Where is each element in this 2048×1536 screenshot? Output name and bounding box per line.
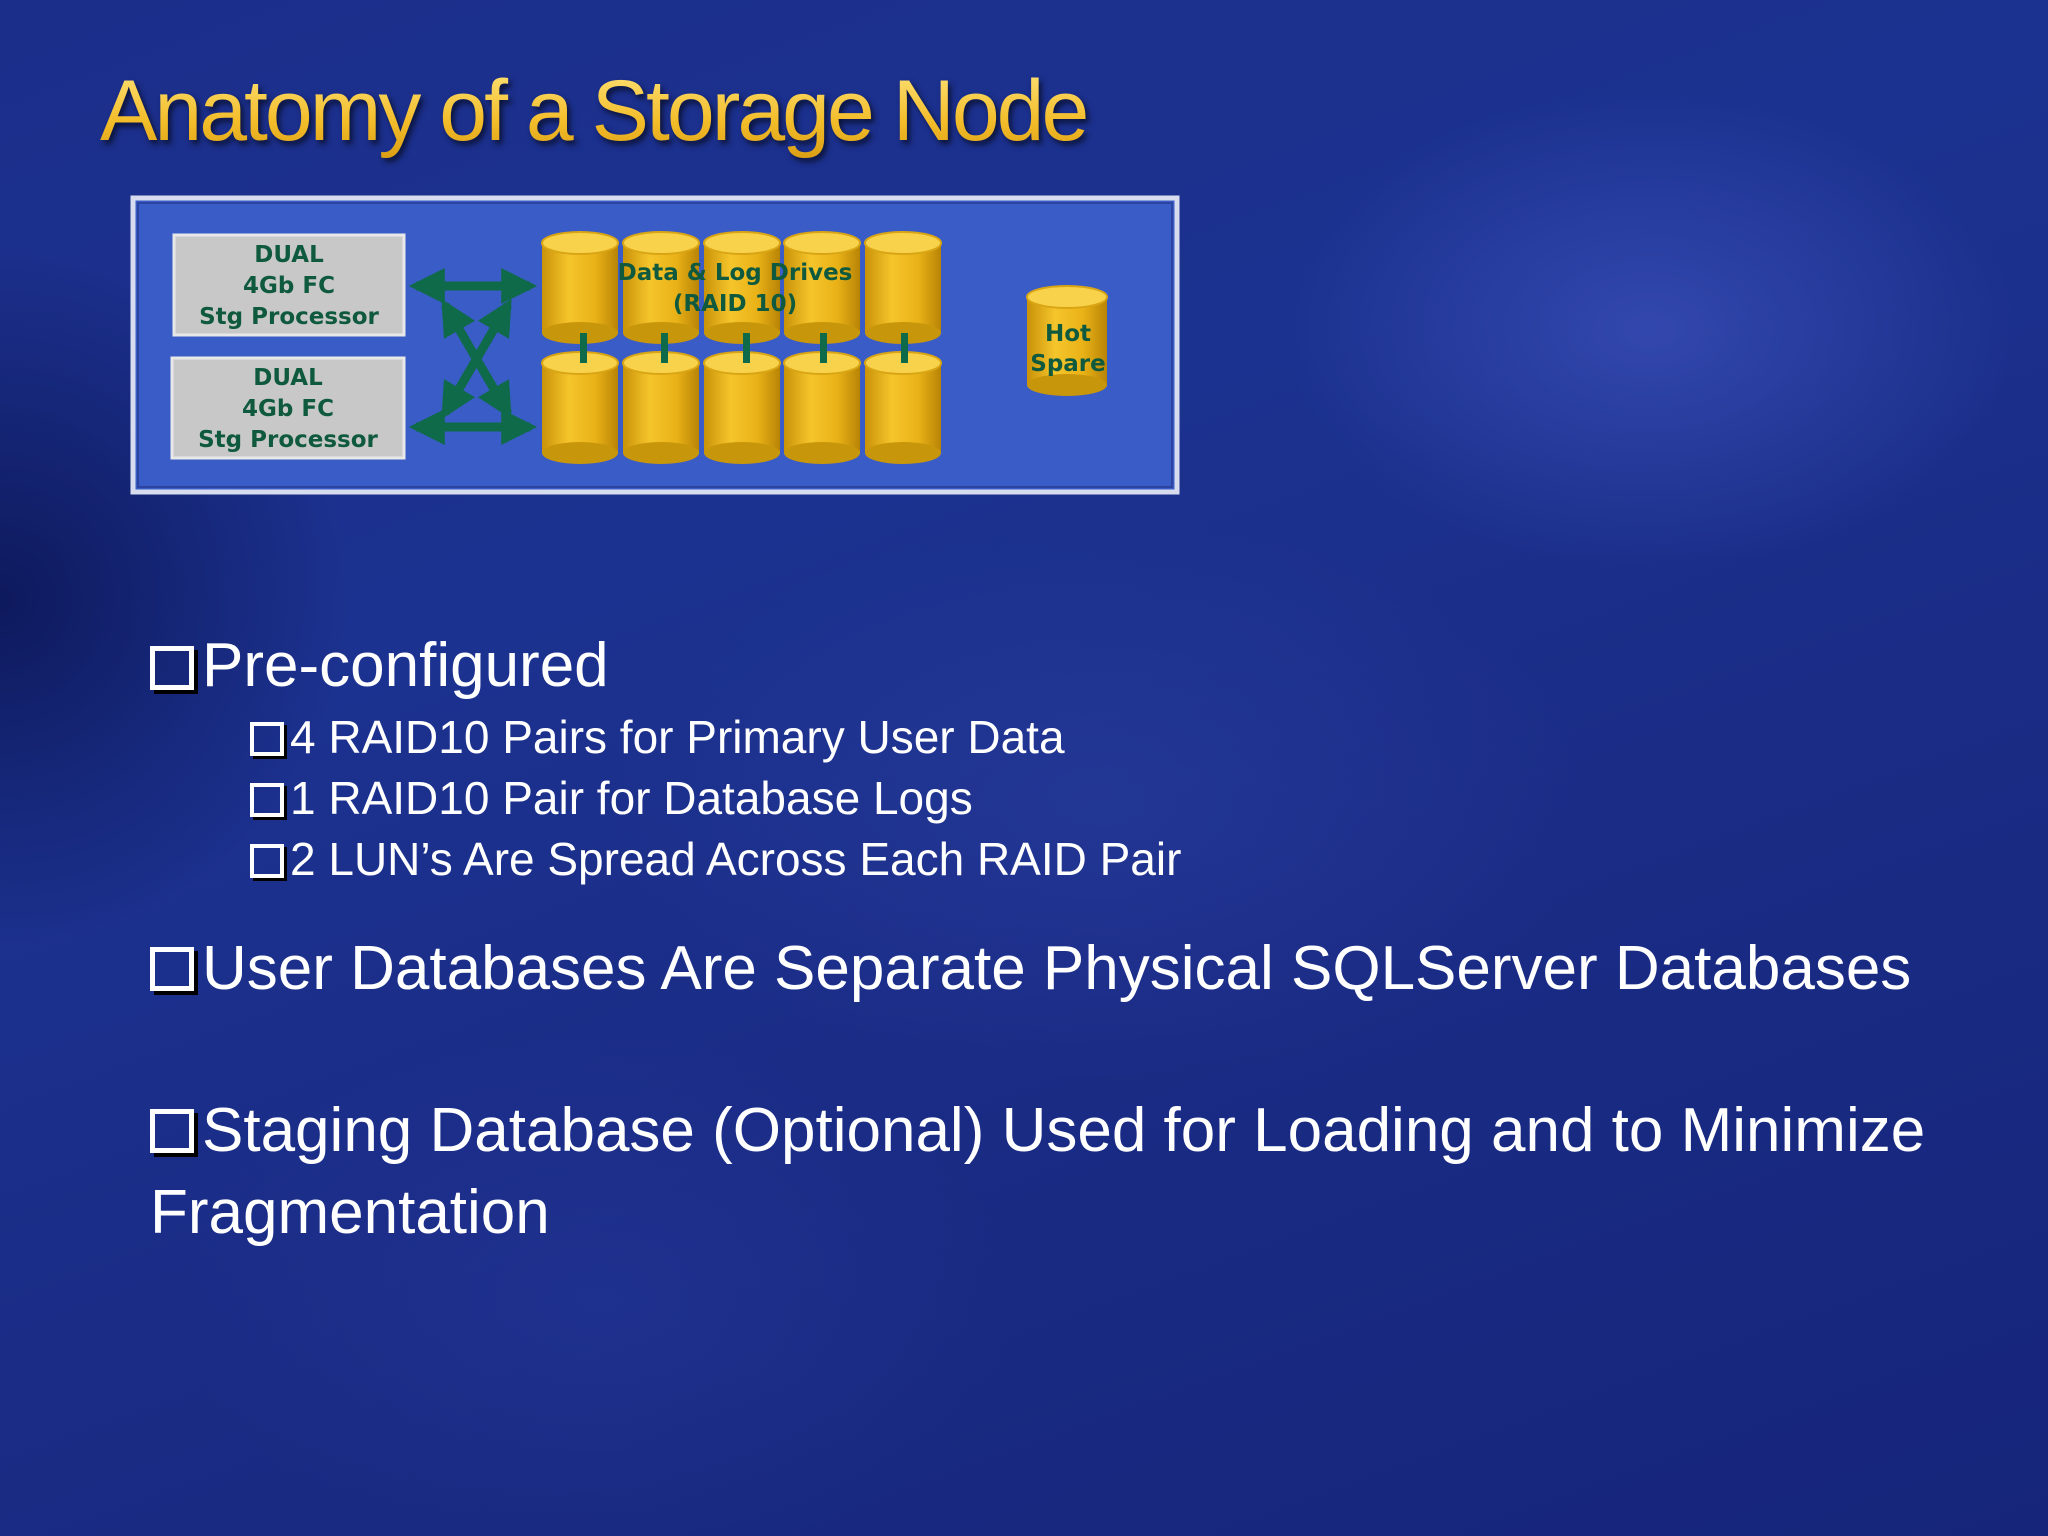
sub-bullet: 2 LUN’s Are Spread Across Each RAID Pair: [250, 829, 2010, 890]
checkbox-bullet-icon: [150, 646, 194, 690]
raid-drives: [541, 231, 942, 464]
processor-top-line1: DUAL: [254, 242, 324, 268]
drives-label-line2: (RAID 10): [673, 291, 797, 317]
bullet-text: Staging Database (Optional) Used for Loa…: [150, 1088, 2010, 1254]
sub-bullet-text: 4 RAID10 Pairs for Primary User Data: [290, 711, 1065, 763]
drive-cylinder: [783, 351, 861, 464]
hot-spare-line2: Spare: [1030, 351, 1106, 377]
slide-title: Anatomy of a Storage Node: [100, 63, 1089, 159]
drive-connectors: [580, 333, 908, 363]
checkbox-bullet-icon: [150, 947, 194, 991]
processor-top-line2: 4Gb FC: [243, 273, 335, 299]
sub-bullet-text: 1 RAID10 Pair for Database Logs: [290, 772, 973, 824]
bullet-text-content: Staging Database (Optional) Used for Loa…: [150, 1096, 1926, 1247]
hot-spare-drive: Hot Spare: [1026, 285, 1108, 396]
processor-bottom-line3: Stg Processor: [198, 427, 378, 453]
connection-arrows: [408, 268, 538, 445]
checkbox-bullet-icon: [250, 844, 284, 878]
bullet-preconfigured: Pre-configured: [150, 625, 2010, 707]
hot-spare-line1: Hot: [1045, 321, 1091, 347]
storage-node-diagram: DUAL 4Gb FC Stg Processor DUAL 4Gb FC St…: [130, 195, 1180, 495]
bullet-text: User Databases Are Separate Physical SQL…: [150, 926, 1911, 1010]
processor-bottom-line1: DUAL: [253, 365, 323, 391]
checkbox-bullet-icon: [150, 1109, 194, 1153]
drives-label-line1: Data & Log Drives: [618, 260, 853, 286]
drive-cylinder: [703, 351, 781, 464]
processor-bottom-line2: 4Gb FC: [242, 396, 334, 422]
storage-processor-bottom: DUAL 4Gb FC Stg Processor: [170, 356, 406, 460]
checkbox-bullet-icon: [250, 783, 284, 817]
bullet-user-databases: User Databases Are Separate Physical SQL…: [150, 926, 2010, 1010]
storage-processor-top: DUAL 4Gb FC Stg Processor: [172, 233, 406, 337]
bullet-text-content: User Databases Are Separate Physical SQL…: [202, 934, 1912, 1003]
sub-bullet: 4 RAID10 Pairs for Primary User Data: [250, 707, 2010, 768]
bullet-list: Pre-configured 4 RAID10 Pairs for Primar…: [150, 625, 2010, 1254]
sub-bullet-text: 2 LUN’s Are Spread Across Each RAID Pair: [290, 833, 1182, 885]
drive-cylinder: [541, 351, 619, 464]
processor-top-line3: Stg Processor: [199, 304, 379, 330]
sub-bullet: 1 RAID10 Pair for Database Logs: [250, 768, 2010, 829]
drive-cylinder: [622, 351, 700, 464]
drive-cylinder: [864, 231, 942, 344]
drive-cylinder: [783, 231, 861, 344]
bullet-text: Pre-configured: [202, 631, 609, 700]
drive-cylinder: [541, 231, 619, 344]
bullet-staging-database: Staging Database (Optional) Used for Loa…: [150, 1088, 2010, 1254]
checkbox-bullet-icon: [250, 722, 284, 756]
drive-cylinder: [703, 231, 781, 344]
drive-cylinder: [864, 351, 942, 464]
drive-cylinder: [622, 231, 700, 344]
